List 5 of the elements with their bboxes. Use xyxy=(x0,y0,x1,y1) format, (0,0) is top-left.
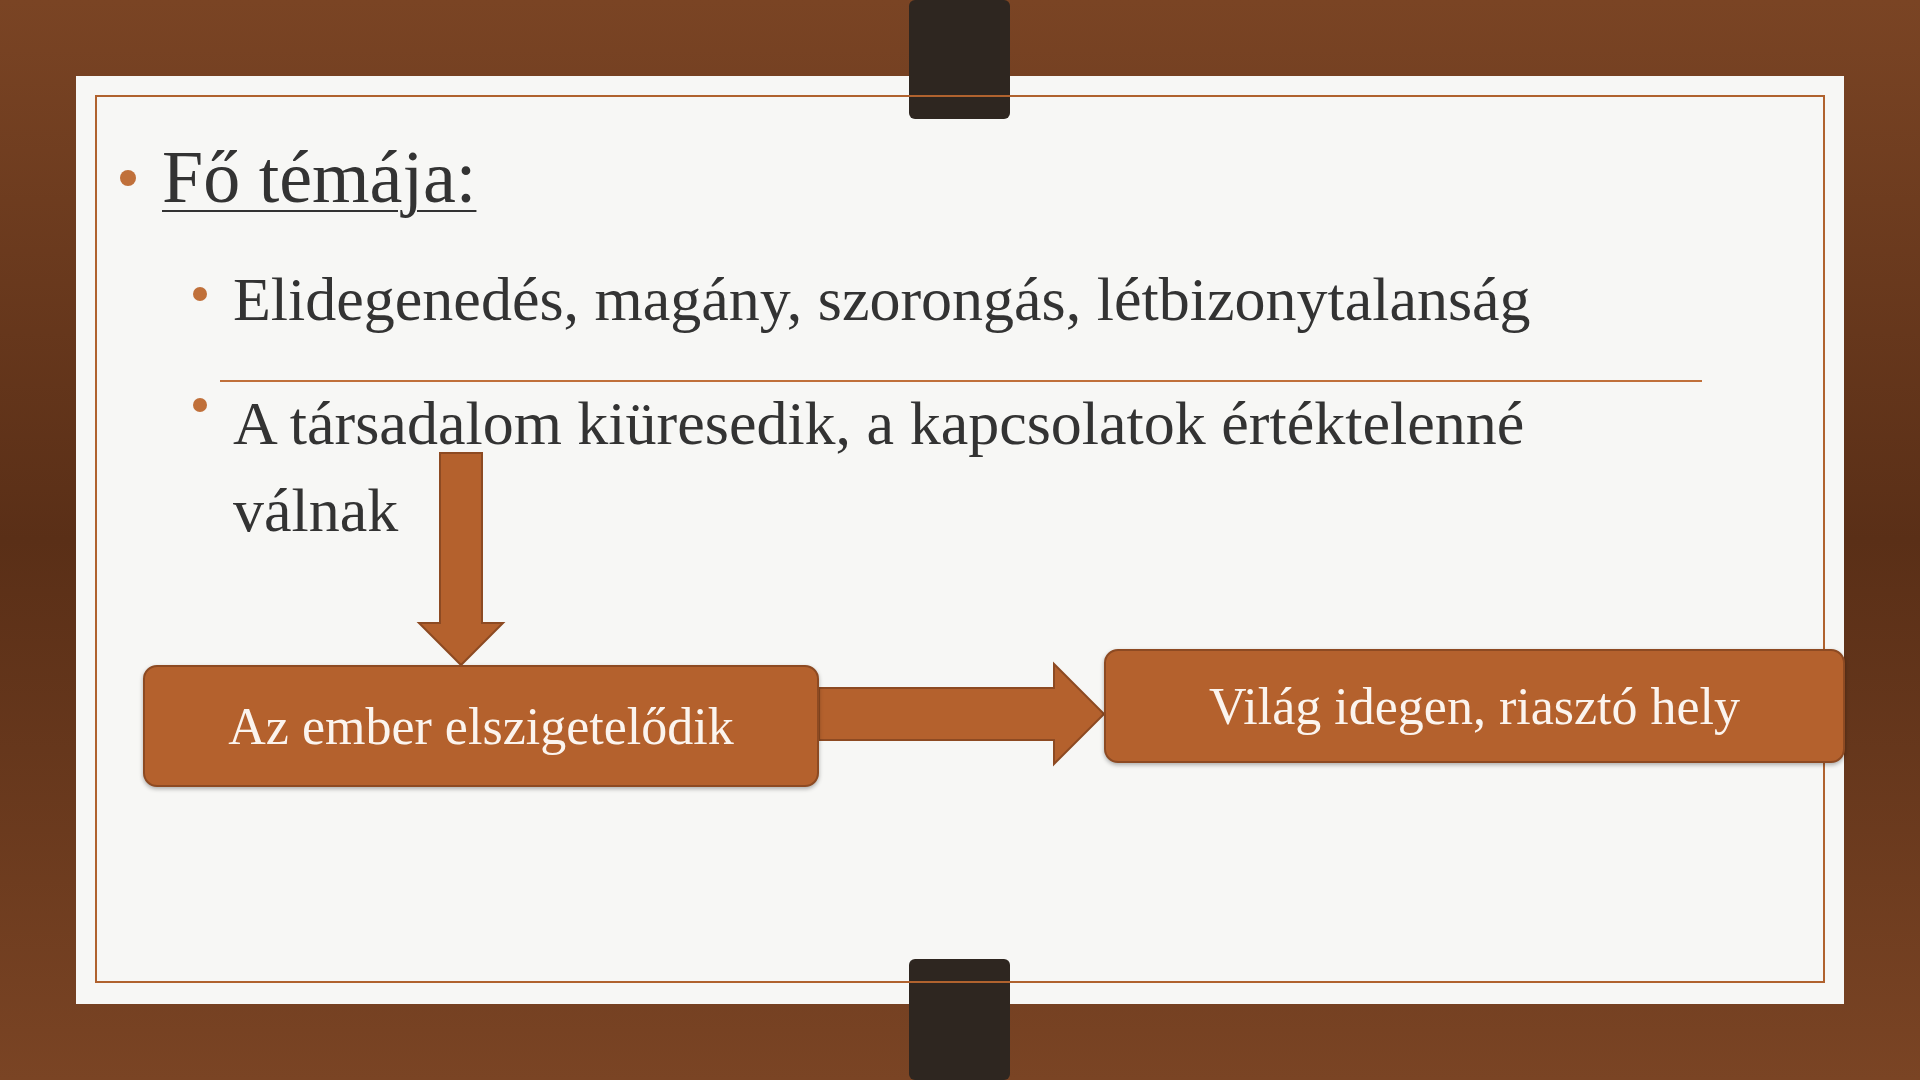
process-box: Világ idegen, riasztó hely xyxy=(1104,649,1845,763)
block-arrow xyxy=(818,661,1106,767)
bullet-text: A társadalom kiüresedik, a kapcsolatok értéktelenné válnak xyxy=(233,380,1683,554)
block-arrow xyxy=(416,452,506,667)
process-box: Az ember elszigetelődik xyxy=(143,665,819,787)
